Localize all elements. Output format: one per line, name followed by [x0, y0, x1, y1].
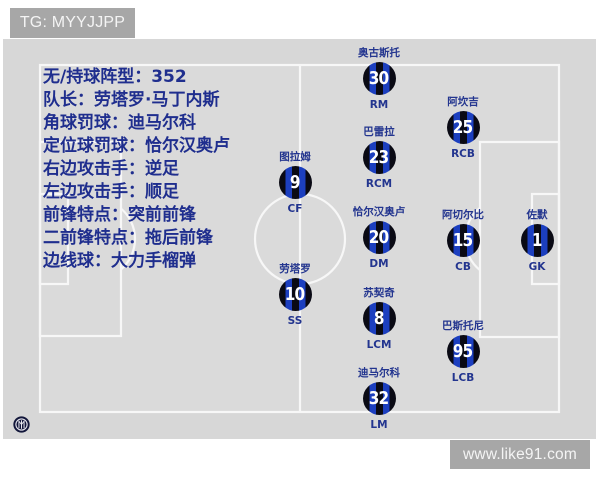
- player-rcb[interactable]: 阿坎吉 25 RCB: [446, 96, 480, 160]
- jersey-icon: 8: [362, 302, 396, 335]
- jersey-icon: 23: [362, 141, 396, 174]
- jersey-icon: 20: [362, 221, 396, 254]
- player-cf[interactable]: 图拉姆 9 CF: [278, 151, 312, 215]
- watermark-top-left-text: TG: MYYJJPP: [19, 14, 126, 31]
- tactics-info-list: 无/持球阵型：352 队长：劳塔罗·马丁内斯 角球罚球：迪马尔科 定位球罚球：恰…: [43, 66, 230, 273]
- player-gk[interactable]: 佐默 1 GK: [492, 208, 582, 274]
- tactic-corner-taker: 角球罚球：迪马尔科: [43, 113, 196, 133]
- tactic-right-winger: 右边攻击手：逆足: [43, 159, 179, 179]
- jersey-icon: 25: [446, 111, 480, 144]
- inter-milan-crest-icon: [13, 416, 30, 433]
- tactic-left-winger: 左边攻击手：顺足: [43, 182, 179, 202]
- jersey-icon: 10: [278, 278, 312, 311]
- player-lm[interactable]: 迪马尔科 32 LM: [358, 367, 400, 431]
- player-dm[interactable]: 恰尔汉奥卢 20 DM: [352, 206, 406, 270]
- player-rcm[interactable]: 巴雷拉 23 RCM: [362, 126, 396, 190]
- tactic-formation: 无/持球阵型：352: [43, 67, 187, 87]
- player-cb[interactable]: 阿切尔比 15 CB: [442, 209, 484, 273]
- jersey-icon: 30: [362, 62, 396, 95]
- watermark-bottom-right-text: www.like91.com: [463, 445, 577, 463]
- jersey-icon: 9: [278, 166, 312, 199]
- left-goal-area: [38, 192, 70, 286]
- player-lcb[interactable]: 巴斯托尼 95 LCB: [442, 320, 484, 384]
- player-lcm[interactable]: 苏契奇 8 LCM: [362, 287, 396, 351]
- jersey-icon: 1: [520, 224, 554, 257]
- watermark-top-left: TG: MYYJJPP: [10, 8, 135, 38]
- tactic-striker-role: 前锋特点：突前前锋: [43, 205, 196, 225]
- tactic-captain: 队长：劳塔罗·马丁内斯: [43, 90, 220, 110]
- tactic-set-piece-taker: 定位球罚球：恰尔汉奥卢: [43, 136, 230, 156]
- player-ss[interactable]: 劳塔罗 10 SS: [278, 263, 312, 327]
- tactic-throw-in: 边线球：大力手榴弹: [43, 251, 196, 271]
- player-rm[interactable]: 奥古斯托 30 RM: [358, 47, 400, 111]
- jersey-icon: 32: [362, 382, 396, 415]
- watermark-bottom-right: www.like91.com: [450, 440, 590, 469]
- jersey-icon: 15: [446, 224, 480, 257]
- jersey-icon: 95: [446, 335, 480, 368]
- left-penalty-arc: [120, 207, 137, 271]
- tactic-second-striker-role: 二前锋特点：拖后前锋: [43, 228, 213, 248]
